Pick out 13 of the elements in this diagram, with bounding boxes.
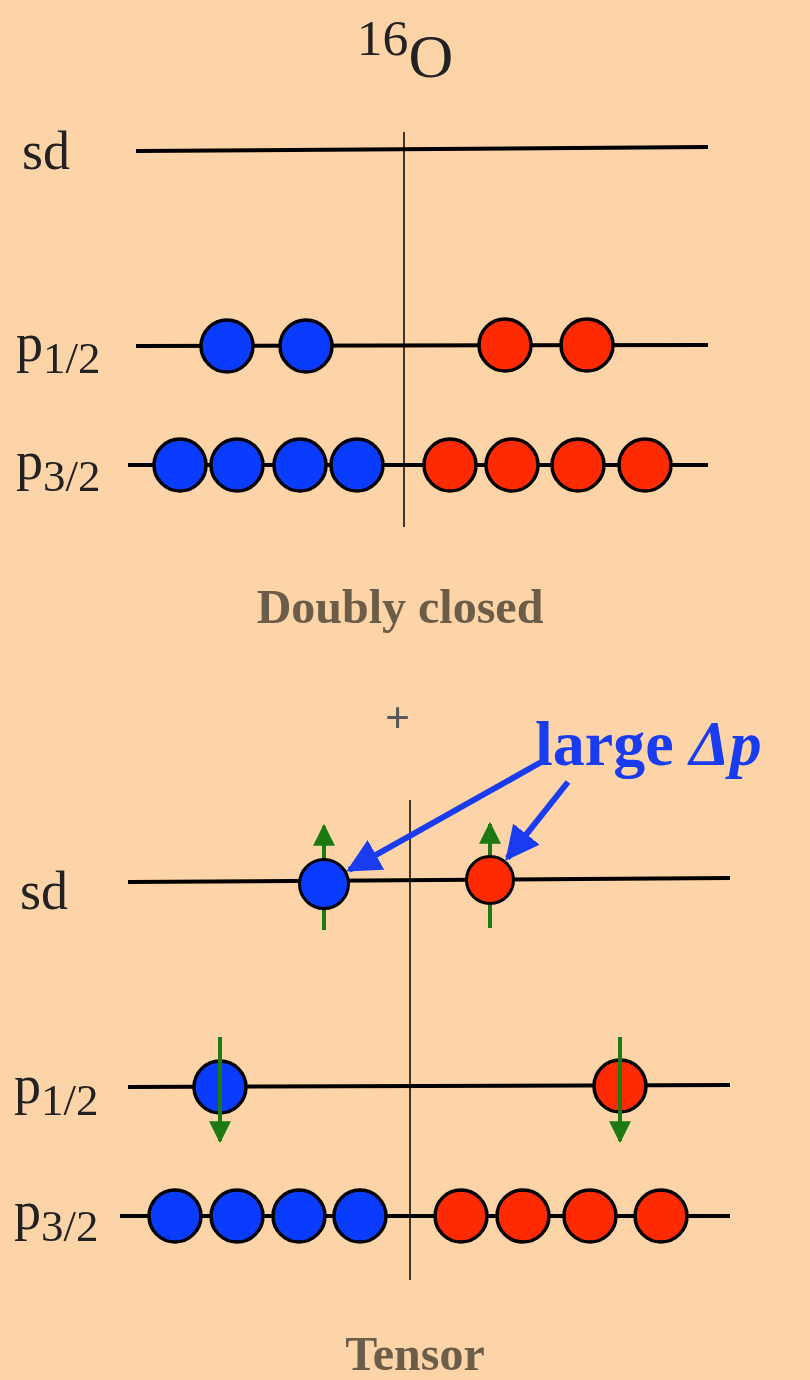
plus-sign: + xyxy=(385,696,411,740)
caption: Doubly closed xyxy=(256,583,544,631)
particle-circle xyxy=(465,855,515,905)
level-label: p$_{3/2}$ xyxy=(16,434,101,499)
caption: Tensor xyxy=(345,1330,485,1378)
title: $^{16}$O xyxy=(356,12,454,87)
arrow xyxy=(505,780,571,861)
level-label: p$_{1/2}$ xyxy=(16,316,101,381)
level-label: p$_{3/2}$ xyxy=(14,1184,99,1249)
level-label: sd xyxy=(22,124,70,178)
level-label: p$_{1/2}$ xyxy=(14,1058,99,1123)
particle-circle xyxy=(298,858,350,910)
level-label: sd xyxy=(20,864,68,918)
